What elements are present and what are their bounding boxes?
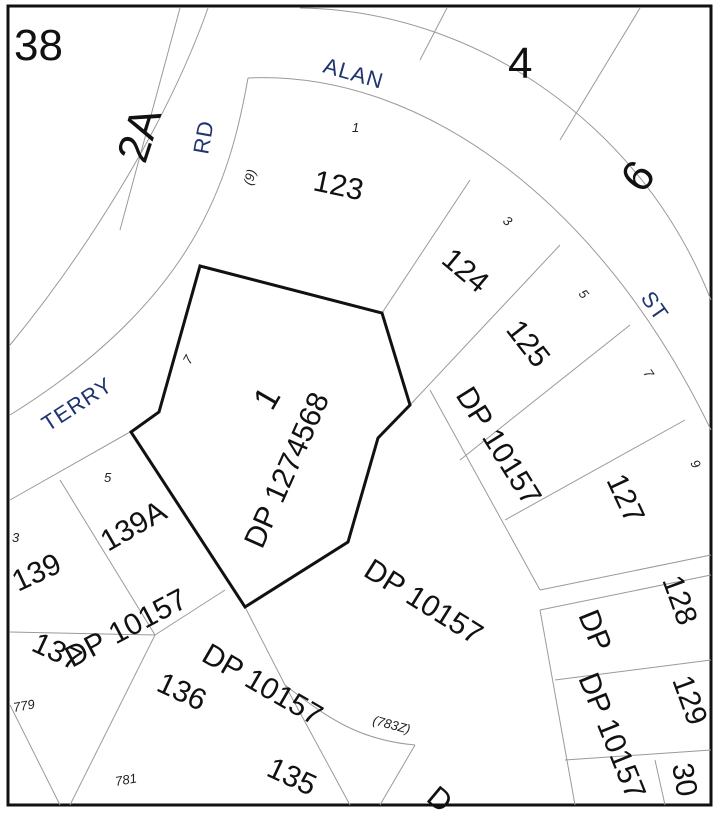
street-label-alan: ALAN bbox=[321, 53, 387, 94]
subject-lot-boundary bbox=[128, 264, 412, 610]
street-number-5: 5 bbox=[576, 286, 593, 302]
lot-line-135a bbox=[284, 684, 351, 806]
street-label-st: ST bbox=[636, 287, 674, 326]
plan-label-c: DP 10157 bbox=[60, 583, 193, 675]
lot-139: 139 bbox=[7, 547, 66, 598]
road-edge-inner bbox=[9, 77, 249, 416]
lot-line-137b bbox=[69, 634, 156, 806]
lot-line-135b bbox=[284, 684, 416, 746]
lot-line-783 bbox=[379, 744, 416, 806]
street-number-781: 781 bbox=[114, 770, 138, 789]
alan-st-outer bbox=[247, 77, 712, 431]
block-divider-2 bbox=[419, 7, 448, 61]
block-number-2a: 2A bbox=[108, 101, 171, 168]
lot-127: 127 bbox=[600, 469, 651, 528]
plan-label-d: DP 10157 bbox=[197, 637, 329, 732]
street-number-9-paren: (9) bbox=[240, 168, 259, 187]
subject-street-number: 7 bbox=[180, 352, 197, 366]
plan-label-f: DP bbox=[572, 605, 618, 656]
lot-line-128b bbox=[539, 609, 576, 806]
street-number-3-b: 3 bbox=[12, 530, 20, 545]
street-number-779: 779 bbox=[12, 696, 36, 715]
lot-line-124-125 bbox=[409, 244, 561, 406]
block-number-4: 4 bbox=[508, 39, 532, 88]
lot-124: 124 bbox=[436, 242, 496, 299]
block-number-38: 38 bbox=[14, 21, 63, 70]
subject-lot-number: 1 bbox=[246, 381, 288, 416]
plan-label-e: DP 10157 bbox=[572, 668, 652, 804]
street-number-3: 3 bbox=[500, 213, 516, 230]
street-label-rd: RD bbox=[188, 118, 218, 156]
road-edge-outer bbox=[9, 7, 209, 346]
lot-line-right-edge bbox=[654, 759, 666, 806]
plan-label-b: DP 10157 bbox=[358, 553, 488, 651]
lot-line-123-124 bbox=[381, 179, 471, 314]
lot-line-terry bbox=[9, 431, 131, 501]
lot-line-136 bbox=[244, 606, 286, 686]
lot-136: 136 bbox=[152, 666, 211, 717]
lot-line-127b bbox=[429, 389, 541, 591]
map-frame bbox=[6, 4, 713, 807]
street-number-7: 7 bbox=[641, 366, 658, 381]
lot-line-139 bbox=[154, 589, 226, 636]
street-label-terry: TERRY bbox=[37, 372, 117, 436]
lot-135: 135 bbox=[262, 751, 321, 802]
lot-130: 30 bbox=[665, 760, 703, 799]
lot-139a: 139A bbox=[95, 494, 172, 558]
lot-129: 129 bbox=[665, 671, 713, 729]
lot-line-bottom bbox=[9, 704, 61, 806]
plan-label-a: DP 10157 bbox=[449, 381, 547, 511]
street-number-9: 9 bbox=[687, 457, 704, 471]
alan-st-top bbox=[299, 7, 712, 301]
plan-label-g: D bbox=[421, 780, 459, 819]
street-number-1: 1 bbox=[352, 120, 359, 135]
subject-lot-plan: DP 1274568 bbox=[238, 388, 336, 553]
block-number-6: 6 bbox=[611, 152, 665, 201]
lot-line-127c bbox=[539, 554, 712, 591]
lot-line-139a bbox=[59, 479, 156, 636]
lot-line-130 bbox=[564, 749, 712, 761]
lot-123: 123 bbox=[311, 165, 367, 208]
lot-125: 125 bbox=[499, 314, 556, 374]
lot-line-125-127a bbox=[459, 324, 631, 461]
lot-line-127 bbox=[504, 419, 686, 521]
street-number-783z: (783Z) bbox=[371, 712, 412, 736]
lot-line-128 bbox=[539, 574, 712, 611]
lot-line-137a bbox=[9, 631, 156, 636]
lot-128: 128 bbox=[655, 571, 703, 629]
lot-line-129 bbox=[554, 659, 712, 681]
block-divider-3 bbox=[559, 7, 641, 141]
street-number-5-b: 5 bbox=[104, 470, 112, 485]
block-divider-1 bbox=[119, 7, 181, 231]
